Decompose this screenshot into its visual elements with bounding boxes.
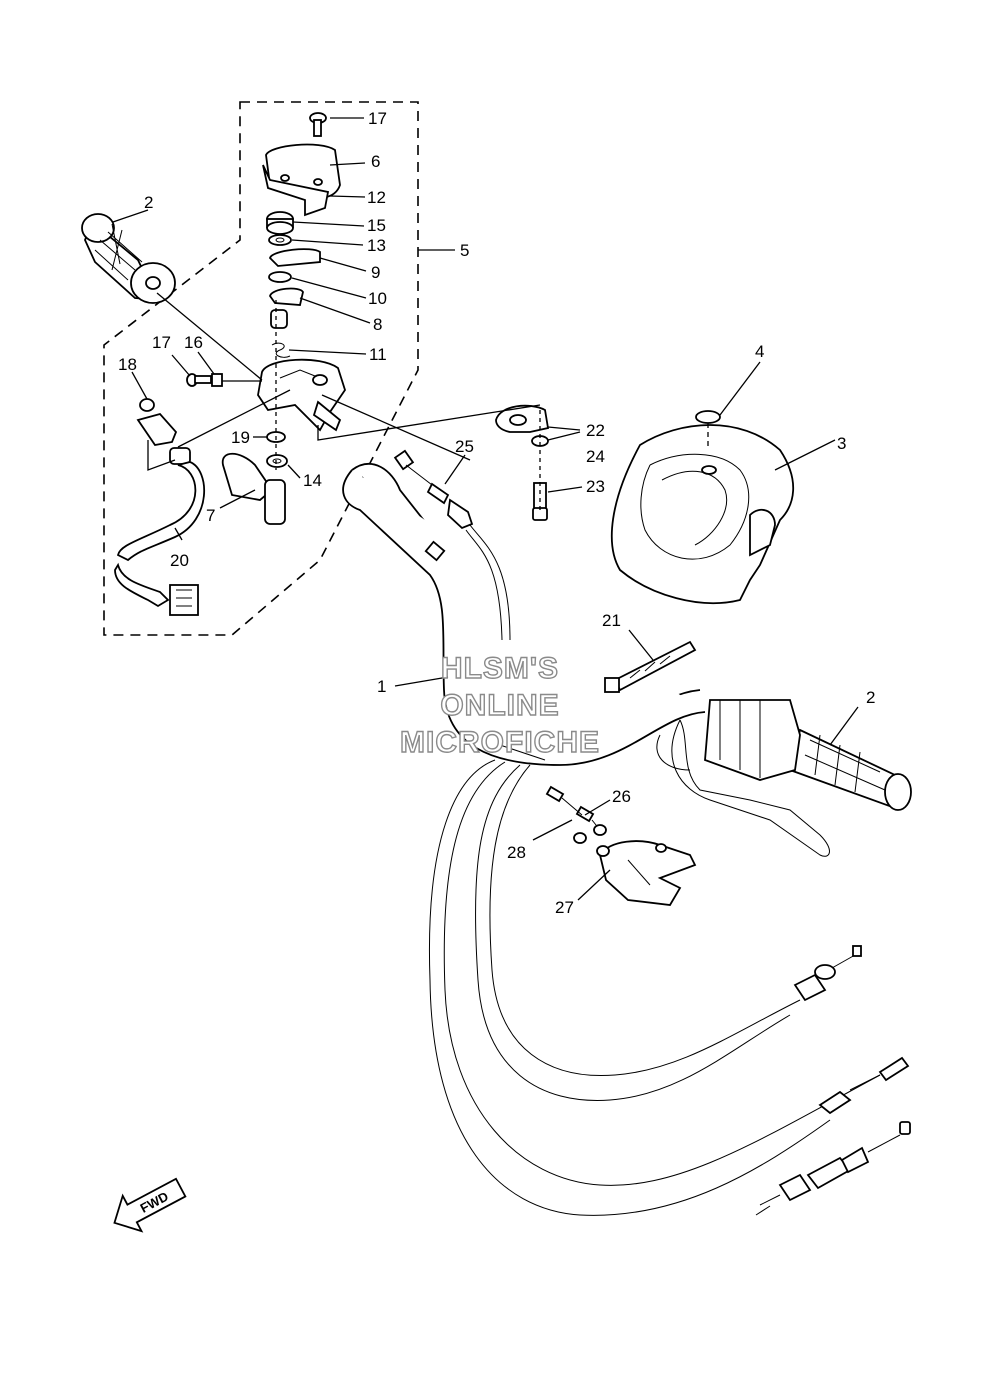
callout-17-left: 17 xyxy=(152,333,171,352)
callout-5: 5 xyxy=(460,241,469,260)
throttle-lever[interactable] xyxy=(221,452,286,525)
callout-11: 11 xyxy=(369,345,387,364)
handlebar-cover[interactable] xyxy=(610,424,795,604)
callout-7: 7 xyxy=(206,506,215,525)
callout-17-top: 17 xyxy=(368,109,387,128)
callout-3: 3 xyxy=(837,434,846,453)
fwd-arrow: FWD xyxy=(113,1177,187,1233)
throttle-cable[interactable] xyxy=(393,449,511,641)
clamp[interactable] xyxy=(495,404,550,433)
callout-13: 13 xyxy=(367,236,386,255)
bolt-23[interactable] xyxy=(532,482,548,521)
cable-tie[interactable] xyxy=(604,640,697,693)
cable-ends[interactable] xyxy=(545,785,607,844)
callout-21: 21 xyxy=(602,611,621,630)
callout-24: 24 xyxy=(586,447,605,466)
callout-27: 27 xyxy=(555,898,574,917)
cable-end-3[interactable] xyxy=(755,1121,911,1216)
switch-wire[interactable] xyxy=(114,398,206,616)
watermark-line-2: ONLINE xyxy=(440,689,559,722)
leader-lines xyxy=(112,117,859,901)
collar-16[interactable] xyxy=(211,373,223,387)
watermark-line-1: HLSM'S xyxy=(441,652,559,685)
callout-28: 28 xyxy=(507,843,526,862)
callout-23: 23 xyxy=(586,477,605,496)
subassembly-boundary xyxy=(103,101,419,636)
left-grip[interactable] xyxy=(81,213,176,304)
callout-20: 20 xyxy=(170,551,189,570)
cable-end-1[interactable] xyxy=(793,945,862,1002)
watermark-line-3: MICROFICHE xyxy=(400,726,600,759)
callout-8: 8 xyxy=(373,315,382,334)
callout-18: 18 xyxy=(118,355,137,374)
callout-19: 19 xyxy=(231,428,250,447)
callout-16: 16 xyxy=(184,333,203,352)
switch-bracket[interactable] xyxy=(596,840,697,906)
callout-12: 12 xyxy=(367,188,386,207)
callout-2-left: 2 xyxy=(144,193,153,212)
callout-26: 26 xyxy=(612,787,631,806)
stack-parts[interactable] xyxy=(266,211,321,358)
cable-end-2[interactable] xyxy=(818,1056,910,1115)
screw-top[interactable] xyxy=(309,112,327,137)
screw-left[interactable] xyxy=(186,373,212,387)
callout-25: 25 xyxy=(455,437,474,456)
callout-6: 6 xyxy=(371,152,380,171)
callout-2-right: 2 xyxy=(866,688,875,707)
right-grip[interactable] xyxy=(788,728,912,811)
throttle-body[interactable] xyxy=(257,358,346,432)
callout-14: 14 xyxy=(303,471,322,490)
washer-14[interactable] xyxy=(266,454,288,468)
right-switch-housing[interactable] xyxy=(656,699,830,857)
cover-cap[interactable] xyxy=(695,410,721,424)
callout-9: 9 xyxy=(371,263,380,282)
callout-10: 10 xyxy=(368,289,387,308)
callout-15: 15 xyxy=(367,216,386,235)
control-cables[interactable] xyxy=(428,759,881,1216)
cover-gasket[interactable] xyxy=(262,164,330,217)
callout-22: 22 xyxy=(586,421,605,440)
callout-1: 1 xyxy=(377,677,386,696)
callout-4: 4 xyxy=(755,342,764,361)
